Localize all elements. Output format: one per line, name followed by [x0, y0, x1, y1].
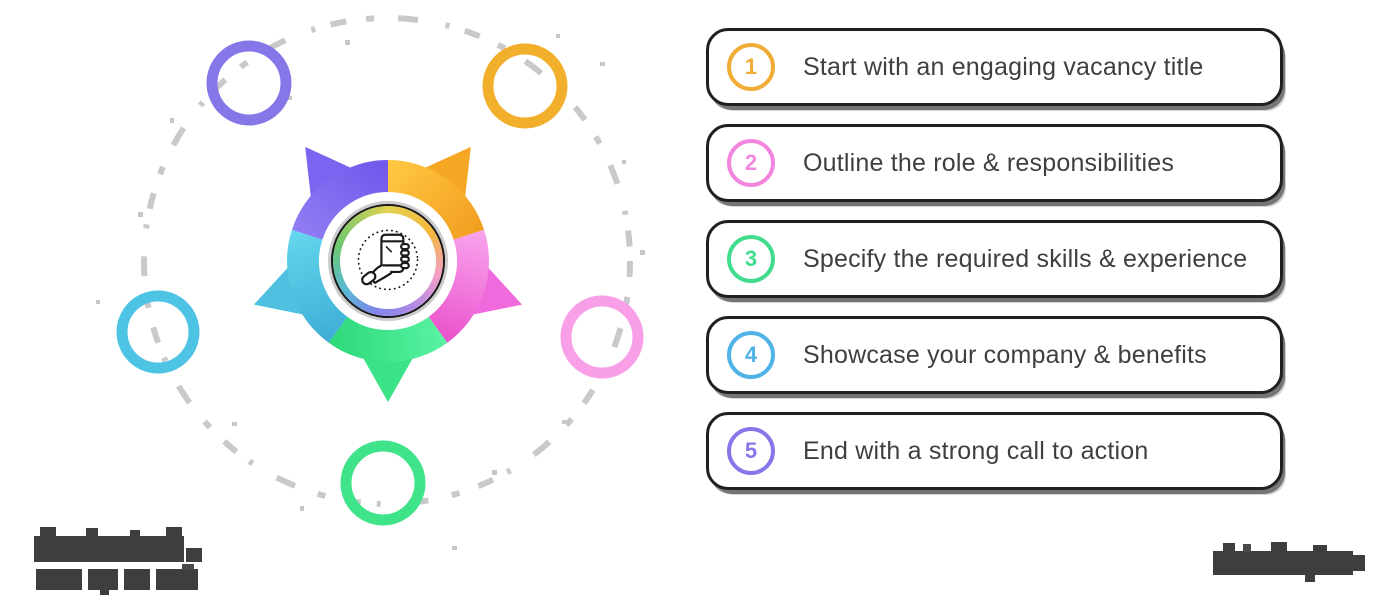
step-card-2: 2 Outline the role & responsibilities — [706, 124, 1283, 202]
grain-speckles — [96, 34, 645, 550]
step-card-1: 1 Start with an engaging vacancy title — [706, 28, 1283, 106]
arrowhead-orange — [422, 146, 471, 200]
step-label: Specify the required skills & experience — [803, 244, 1248, 273]
dotted-halo-circle — [357, 229, 419, 291]
step-number: 4 — [744, 342, 758, 367]
step-card-3: 3 Specify the required skills & experien… — [706, 220, 1283, 298]
diagram-center-circle — [333, 206, 443, 316]
arc-segment-orange — [387, 160, 485, 241]
step-number-badge: 5 — [727, 427, 775, 475]
step-number-badge: 3 — [727, 235, 775, 283]
step-number: 1 — [744, 54, 758, 79]
censored-wordmark — [1213, 542, 1365, 582]
step-number-badge: 1 — [727, 43, 775, 91]
satellite-ring-pink — [560, 295, 644, 379]
outer-dashed-circle — [141, 15, 633, 507]
step-label: Start with an engaging vacancy title — [803, 52, 1204, 81]
steps-list: 1 Start with an engaging vacancy title 2… — [706, 28, 1283, 490]
step-number-badge: 4 — [727, 331, 775, 379]
satellite-ring-cyan — [116, 290, 200, 374]
step-label: Showcase your company & benefits — [803, 340, 1207, 369]
step-card-4: 4 Showcase your company & benefits — [706, 316, 1283, 394]
censored-logo — [34, 527, 202, 595]
step-label: End with a strong call to action — [803, 436, 1149, 465]
arrowhead-purple — [305, 146, 354, 200]
arc-segment-pink — [428, 229, 489, 343]
satellite-ring-orange — [482, 43, 568, 129]
step-number-badge: 2 — [727, 139, 775, 187]
arc-segment-green — [328, 316, 448, 362]
cycle-arc-band — [287, 160, 489, 362]
arrowhead-green — [362, 356, 414, 402]
hand-holding-phone-icon — [357, 229, 419, 291]
step-number: 2 — [744, 150, 758, 175]
satellite-ring-green — [340, 440, 426, 526]
step-number: 3 — [744, 246, 758, 271]
step-number: 5 — [744, 438, 758, 463]
cycle-diagram — [96, 15, 645, 550]
step-card-5: 5 End with a strong call to action — [706, 412, 1283, 490]
arc-segment-cyan — [287, 229, 348, 343]
step-label: Outline the role & responsibilities — [803, 148, 1175, 177]
arc-segment-purple — [291, 160, 389, 241]
satellite-ring-purple — [206, 40, 292, 126]
